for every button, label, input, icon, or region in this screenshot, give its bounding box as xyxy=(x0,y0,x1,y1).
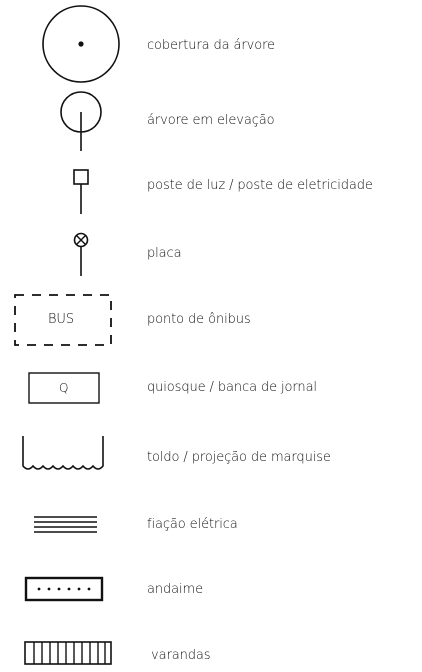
legend-label-wiring: fiação elétrica xyxy=(147,517,238,532)
legend-label-awning: toldo / projeção de marquise xyxy=(147,450,331,465)
scaffolding-icon xyxy=(24,576,104,602)
balconies-icon xyxy=(24,641,112,665)
legend-label-street-light: poste de luz / poste de eletricidade xyxy=(147,178,373,193)
electrical-wiring-icon xyxy=(34,516,97,533)
legend-label-kiosk: quiosque / banca de jornal xyxy=(147,380,317,395)
legend-label-scaffold: andaime xyxy=(147,582,203,597)
legend-label-tree-canopy: cobertura da árvore xyxy=(147,38,275,53)
awning-icon xyxy=(22,436,104,470)
tree-elevation-icon xyxy=(60,91,102,151)
kiosk-symbol-text: Q xyxy=(59,381,69,395)
street-light-pole-icon xyxy=(73,169,89,214)
legend-label-sign: placa xyxy=(147,246,182,261)
tree-canopy-icon xyxy=(42,5,120,83)
sign-icon xyxy=(73,232,89,276)
legend-label-balconies: varandas xyxy=(151,648,211,663)
legend-label-bus-stop: ponto de ônibus xyxy=(147,312,251,327)
legend-label-tree-elevation: árvore em elevação xyxy=(147,113,275,128)
bus-stop-symbol-text: BUS xyxy=(48,312,74,327)
